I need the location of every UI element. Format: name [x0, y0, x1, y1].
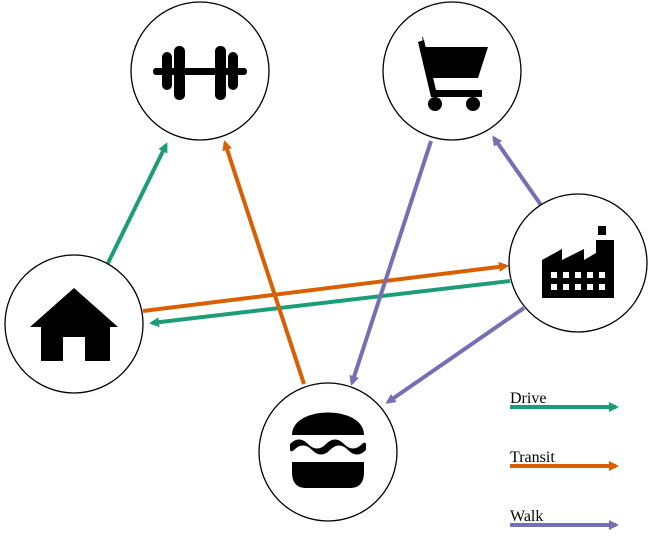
- edge-factory-to-shop: [492, 135, 543, 207]
- legend-item-transit: Transit: [510, 449, 619, 471]
- burger-icon: [290, 412, 366, 488]
- legend-label-walk: Walk: [510, 508, 543, 525]
- legend-item-walk: Walk: [510, 508, 619, 530]
- edge-factory-to-home: [149, 279, 511, 328]
- node-home: [4, 254, 144, 394]
- edges: [105, 135, 543, 404]
- dumbbell-icon: [153, 46, 247, 100]
- house-icon: [30, 288, 118, 361]
- legend-label-transit: Transit: [510, 449, 555, 466]
- edge-home-to-gym: [105, 142, 168, 266]
- node-food: [258, 382, 398, 522]
- edge-food-to-gym: [222, 140, 306, 385]
- nodes: [4, 1, 648, 522]
- legend-label-drive: Drive: [510, 390, 546, 407]
- node-factory: [508, 193, 648, 333]
- node-shop: [382, 1, 522, 141]
- legend: Drive Transit Walk: [510, 390, 619, 530]
- legend-item-drive: Drive: [510, 390, 619, 412]
- edge-home-to-factory: [142, 261, 509, 313]
- edge-shop-to-food: [349, 140, 433, 386]
- factory-icon: [542, 226, 614, 298]
- shopping-cart-icon: [411, 37, 488, 111]
- edge-factory-to-food: [385, 306, 526, 404]
- node-gym: [130, 1, 270, 141]
